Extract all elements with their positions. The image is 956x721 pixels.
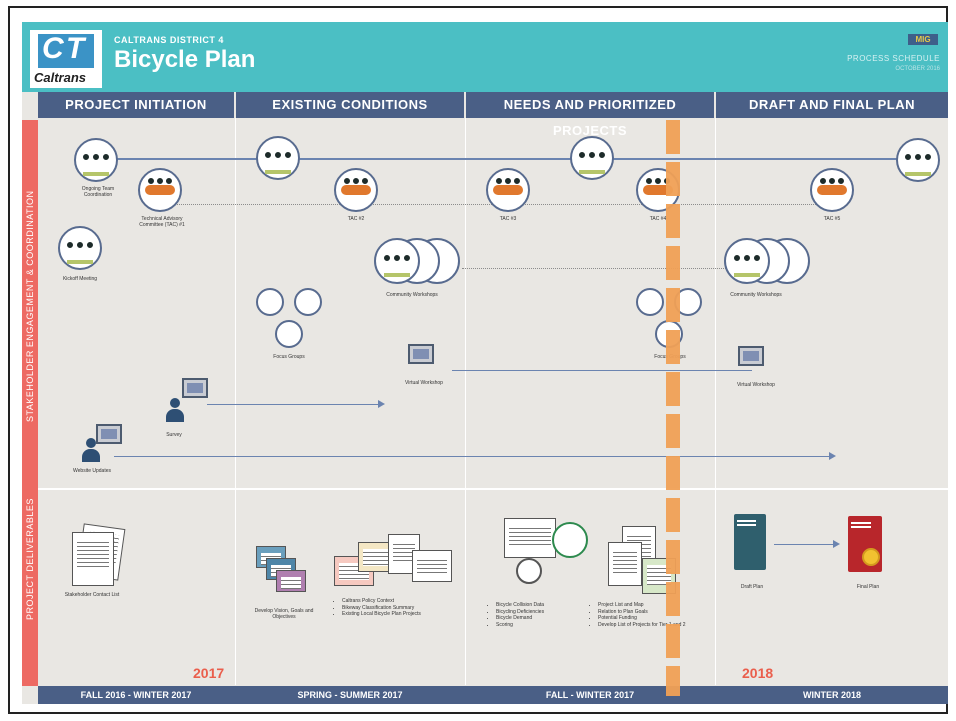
survey-arrow: [207, 400, 385, 408]
virtual-workshop-monitor-icon: [408, 344, 434, 364]
bullet-item: Bicycling Deficiencies: [496, 609, 544, 616]
page-title: Bicycle Plan: [114, 46, 256, 73]
contact-list-document-icon: [72, 532, 114, 586]
focus-group-icon: [275, 320, 303, 348]
focus-group-icon: [294, 288, 322, 316]
bullet-item: Bicycle Collision Data: [496, 602, 544, 609]
column-divider: [715, 118, 716, 685]
district-label: CALTRANS DISTRICT 4: [114, 35, 224, 45]
tac1-label: Technical Advisory Committee (TAC) #1: [139, 216, 185, 228]
tac-meeting-icon: [334, 168, 378, 212]
needs-bullets-a: Bicycle Collision Data Bicycling Deficie…: [488, 602, 544, 628]
phase-needs-prioritized: NEEDS AND PRIORITIZED PROJECTS: [466, 92, 714, 138]
row-divider: [38, 488, 948, 490]
final-plan-label: Final Plan: [856, 584, 880, 590]
phase-draft-final: DRAFT AND FINAL PLAN: [716, 92, 948, 118]
band-label-deliverables: PROJECT DELIVERABLES: [25, 498, 35, 620]
column-divider: [465, 118, 466, 685]
column-divider: [235, 118, 236, 685]
bullet-item: Existing Local Bicycle Plan Projects: [342, 611, 421, 618]
bullet-item: Potential Funding: [598, 615, 708, 622]
bullet-item: Bikeway Classification Summary: [342, 605, 421, 612]
virtual-workshop-label: Virtual Workshop: [405, 380, 443, 386]
website-arrow: [114, 452, 836, 460]
year-label: 2017: [193, 665, 225, 681]
band-label-engagement: STAKEHOLDER ENGAGEMENT & COORDINATION: [25, 190, 35, 422]
footer-period: SPRING - SUMMER 2017: [297, 690, 403, 700]
row-band: [22, 120, 38, 686]
phase-existing-conditions: EXISTING CONDITIONS: [236, 92, 464, 118]
year-label: 2018: [742, 665, 774, 681]
mig-logo: MIG: [908, 34, 938, 45]
bullet-item: Caltrans Policy Context: [342, 598, 421, 605]
process-schedule-label: PROCESS SCHEDULE: [847, 54, 940, 63]
virtual-workshop-line: [452, 370, 752, 371]
vision-label: Develop Vision, Goals and Objectives: [254, 608, 314, 620]
tac-meeting-icon: [810, 168, 854, 212]
community-workshop-icon: [724, 238, 770, 284]
community-line: [462, 268, 732, 269]
needs-bullets-b: Project List and Map Relation to Plan Go…: [590, 602, 708, 628]
bullet-item: Project List and Map: [598, 602, 708, 609]
kickoff-meeting-icon: [58, 226, 102, 270]
bullet-item: Develop List of Projects for Tier 1 and …: [598, 622, 708, 629]
caltrans-wordmark: Caltrans: [34, 70, 87, 85]
community-workshops-label: Community Workshops: [730, 292, 782, 298]
bullet-item: Scoring: [496, 622, 544, 629]
contact-list-label: Stakeholder Contact List: [64, 592, 120, 598]
tac3-label: TAC #3: [499, 216, 517, 222]
ongoing-coordination-line: [96, 158, 916, 160]
team-meeting-icon: [74, 138, 118, 182]
virtual-workshop-label: Virtual Workshop: [737, 382, 775, 388]
org-chart-icon: [552, 522, 588, 558]
survey-monitor-icon: [182, 378, 208, 398]
award-ribbon-icon: [862, 548, 880, 566]
process-date: OCTOBER 2016: [895, 66, 940, 72]
survey-person-icon: [166, 398, 184, 422]
draft-plan-label: Draft Plan: [740, 584, 764, 590]
focus-group-icon: [636, 288, 664, 316]
draft-plan-book-icon: [734, 514, 766, 570]
team-meeting-icon: [256, 136, 300, 180]
tac-meeting-icon: [486, 168, 530, 212]
community-workshop-icon: [374, 238, 420, 284]
survey-label: Survey: [166, 432, 182, 438]
phase-project-initiation: PROJECT INITIATION: [38, 92, 234, 118]
redaction-stripe: [666, 120, 680, 696]
bullet-item: Relation to Plan Goals: [598, 609, 708, 616]
existing-conditions-bullets: Caltrans Policy Context Bikeway Classifi…: [334, 598, 421, 618]
tac-meeting-icon: [138, 168, 182, 212]
virtual-workshop-monitor-icon: [738, 346, 764, 366]
footer-period: FALL 2016 - WINTER 2017: [80, 690, 192, 700]
project-list-document-icon: [608, 542, 642, 586]
chart-document-icon: [504, 518, 556, 558]
ongoing-coordination-label: Ongoing Team Coordination: [81, 186, 115, 198]
bullet-item: Bicycle Demand: [496, 615, 544, 622]
community-workshops-label: Community Workshops: [386, 292, 438, 298]
footer-period: FALL - WINTER 2017: [545, 690, 635, 700]
existing-conditions-map-icon: [412, 550, 452, 582]
website-updates-label: Website Updates: [73, 468, 111, 474]
website-person-icon: [82, 438, 100, 462]
tac5-label: TAC #5: [823, 216, 841, 222]
team-meeting-icon: [570, 136, 614, 180]
draft-to-final-arrow: [774, 540, 840, 548]
kickoff-label: Kickoff Meeting: [62, 276, 98, 282]
tac2-label: TAC #2: [347, 216, 365, 222]
focus-group-icon: [256, 288, 284, 316]
footer-period: WINTER 2018: [802, 690, 862, 700]
website-monitor-icon: [96, 424, 122, 444]
magnifier-icon: [516, 558, 542, 584]
vision-document-icon: [276, 570, 306, 592]
team-meeting-icon: [896, 138, 940, 182]
timeline-footer: [38, 686, 948, 704]
focus-groups-label: Focus Groups: [273, 354, 305, 360]
tac4-label: TAC #4: [649, 216, 667, 222]
